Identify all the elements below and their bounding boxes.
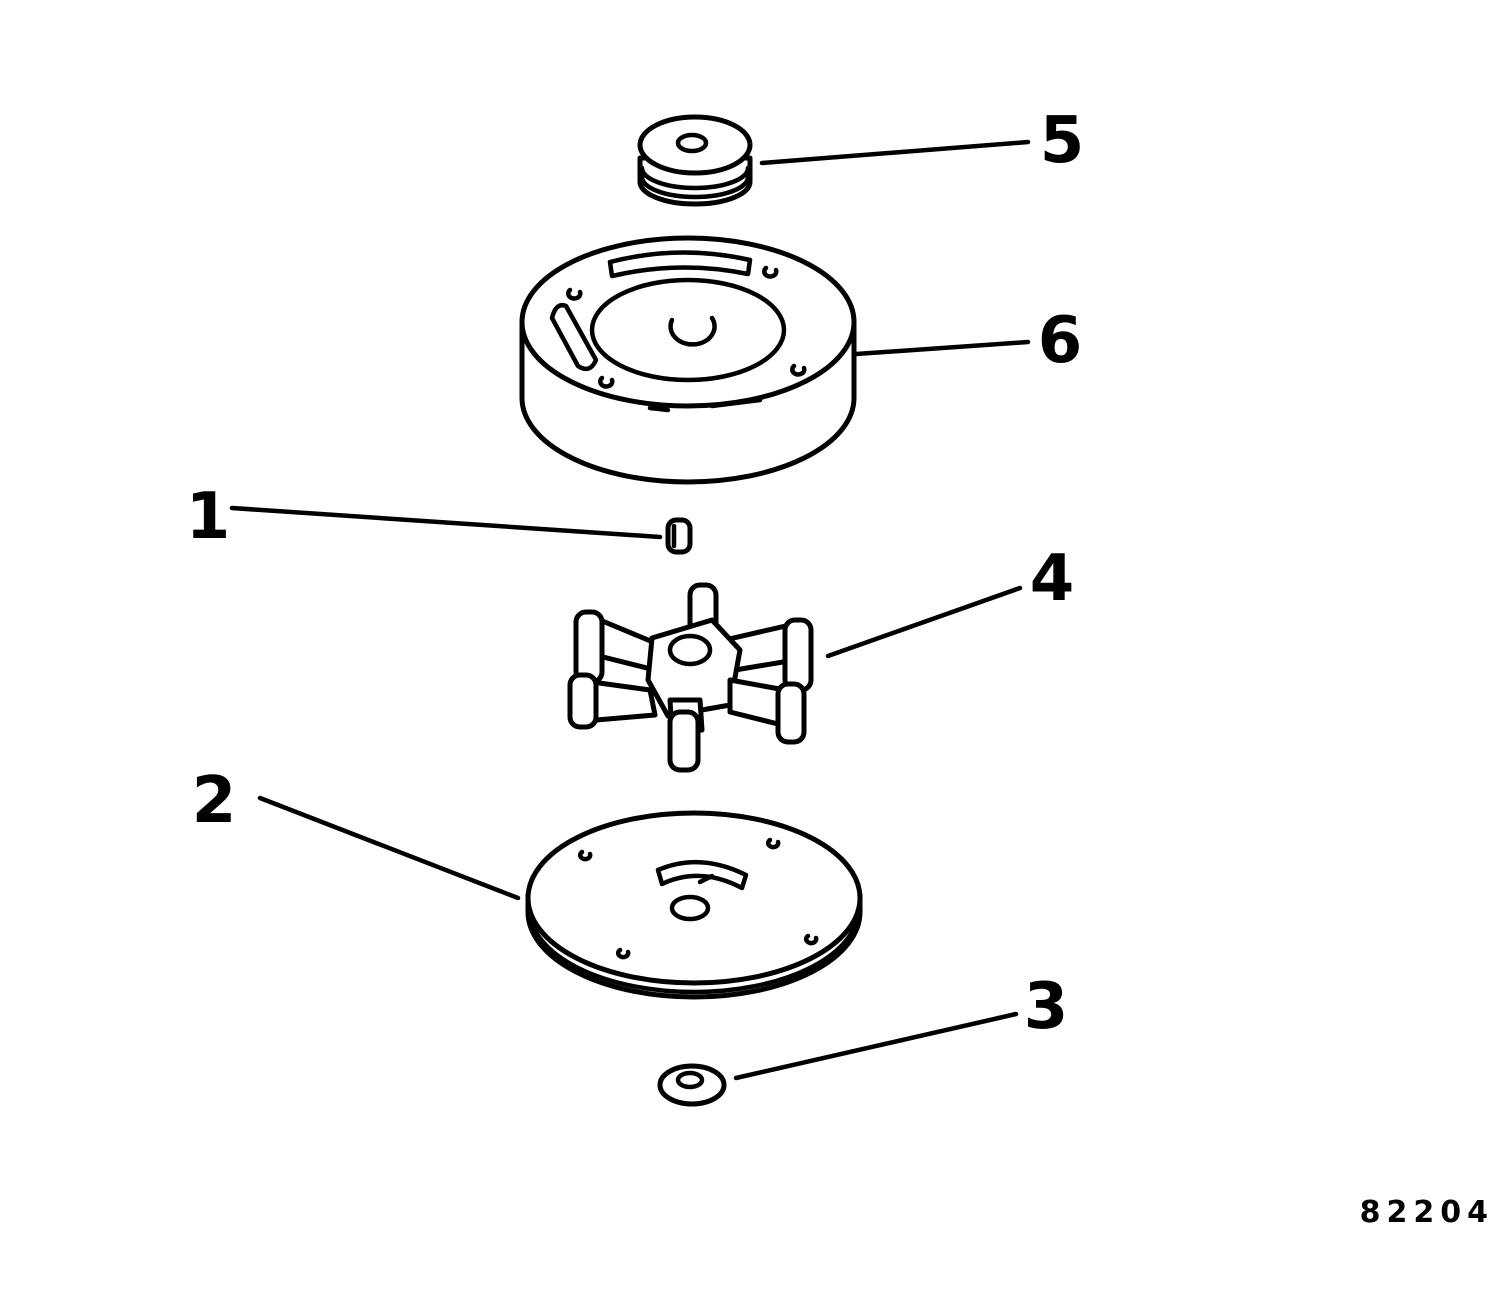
- leader-line-1: [229, 505, 663, 540]
- leader-line-3: [733, 1011, 1019, 1081]
- leader-line-6: [853, 339, 1031, 357]
- part-2-wear-plate: [525, 810, 863, 1000]
- callout-4: 4: [1030, 542, 1075, 616]
- leader-line-2: [257, 795, 521, 901]
- callout-3: 3: [1024, 970, 1069, 1044]
- part-1-drive-key: [665, 517, 693, 555]
- leader-line-4: [825, 585, 1023, 659]
- callout-2: 2: [192, 764, 237, 838]
- leader-line-5: [759, 139, 1031, 166]
- part-6-pump-housing: [519, 235, 857, 485]
- figure-number: 82204: [1360, 1195, 1494, 1230]
- callout-6: 6: [1038, 304, 1083, 378]
- callout-1: 1: [186, 480, 231, 554]
- part-5-grooved-cap: [637, 114, 753, 207]
- callout-5: 5: [1040, 104, 1085, 178]
- part-3-washer: [657, 1063, 727, 1107]
- leader-lines: [229, 139, 1031, 1081]
- part-4-impeller: [567, 582, 814, 773]
